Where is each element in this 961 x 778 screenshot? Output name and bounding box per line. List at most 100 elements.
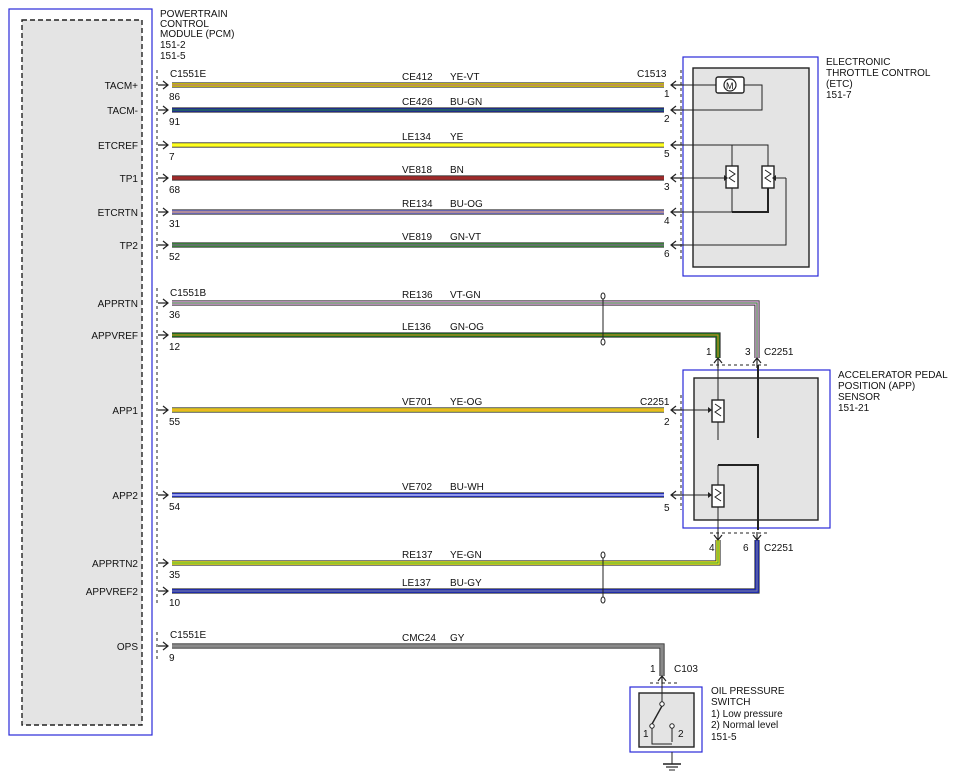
pcm-pin-app1: 55 (169, 417, 181, 428)
pcm-pin-appvref: 12 (169, 342, 181, 353)
ops-connector-label: C103 (674, 664, 698, 675)
app-sensor-icons (680, 365, 759, 533)
pcm-pin-arrow-apprtn2 (158, 558, 169, 568)
ops-inner-box (638, 692, 695, 748)
pcm-title-line-5: 151-5 (160, 51, 186, 62)
wire-apprtn2-outline (172, 540, 721, 566)
wire-appvref2-stripe (172, 540, 758, 592)
far-pin-appvref: 1 (706, 347, 712, 358)
pcm-connector-c1551e: C1551E (170, 69, 206, 80)
wire-color-appvref: GN-OG (450, 322, 484, 333)
app-bottom-arrow-0 (713, 532, 723, 541)
wire-color-apprtn2: YE-GN (450, 550, 482, 561)
wires (158, 80, 762, 684)
app-title-line-4: 151-21 (838, 403, 870, 414)
pcm-pin-etcrtn: 31 (169, 219, 181, 230)
etc-outer-box (682, 56, 819, 277)
pcm-pin-apprtn: 36 (169, 310, 181, 321)
app-title-line-3: SENSOR (838, 392, 880, 403)
pcm-module: POWERTRAIN CONTROL MODULE (PCM) 151-2 15… (8, 8, 234, 736)
signal-label-tp1: TP1 (120, 174, 139, 185)
ops-title-line-2: SWITCH (711, 697, 750, 708)
ground-icon (663, 752, 681, 771)
pcm-pin-arrow-app1 (158, 405, 169, 415)
wire-color-app1: YE-OG (450, 397, 482, 408)
twisted-pair-bottom-1 (600, 596, 606, 604)
switch-icon: 1 2 (643, 680, 684, 745)
ops-pin-arrow (657, 675, 667, 684)
pcm-pin-arrow-appvref2 (158, 586, 169, 596)
pcm-pin-arrow-tacm (158, 105, 169, 115)
ops-module: C103 1 2 OIL PRESSURE SWITCH 1) Low pres… (629, 664, 785, 771)
wire-apprtn2-stripe (172, 540, 719, 564)
pcm-pin-arrow-apprtn (158, 298, 169, 308)
motor-icon: M (680, 76, 763, 111)
circuit-number-tacm: CE412 (402, 72, 433, 83)
app-connector-top-label: C2251 (764, 347, 794, 358)
far-pin-app1: 2 (664, 417, 670, 428)
pcm-pin-arrow-appvref (158, 330, 169, 340)
far-pin-arrow-4 (670, 207, 682, 217)
wire-ops-outline (172, 643, 665, 676)
ops-title-line-4: 2) Normal level (711, 720, 778, 731)
twisted-pair-bottom-0 (600, 338, 606, 346)
signal-label-app2: APP2 (112, 491, 138, 502)
pcm-pin-appvref2: 10 (169, 598, 181, 609)
circuit-number-etcref: LE134 (402, 132, 431, 143)
app2-resistor-icon (711, 484, 725, 508)
wire-color-apprtn: VT-GN (450, 290, 481, 301)
wire-color-tacm: BU-GN (450, 97, 482, 108)
pcm-inner-box (21, 19, 143, 726)
wire-color-tp1: BN (450, 165, 464, 176)
wire-appvref-outline (172, 332, 721, 358)
far-pin-arrow-0 (670, 80, 682, 90)
etc-title-line-3: (ETC) (826, 79, 853, 90)
far-pin-tacm: 1 (664, 89, 670, 100)
far-pin-etcrtn: 4 (664, 216, 670, 227)
twisted-pair-top-1 (600, 551, 606, 559)
circuit-number-app1: VE701 (402, 397, 432, 408)
wire-color-app2: BU-WH (450, 482, 484, 493)
ops-title-line-1: OIL PRESSURE (711, 686, 785, 697)
circuit-number-app2: VE702 (402, 482, 432, 493)
tp2-resistor-icon (761, 165, 775, 189)
etc-inner-box (692, 67, 810, 268)
pcm-pin-ops: 9 (169, 653, 175, 664)
pcm-pin-tacm: 86 (169, 92, 181, 103)
wire-appvref-stripe (172, 334, 719, 358)
app1-resistor-icon (711, 399, 725, 423)
pcm-connector-c1551b: C1551B (170, 288, 206, 299)
pcm-pin-tacm: 91 (169, 117, 181, 128)
app-bottom-arrow-1 (752, 532, 762, 541)
pcm-title-line-2: CONTROL (160, 19, 209, 30)
app-module: C2251 C2251 C2251 ACCELERATOR PEDAL POSI… (640, 347, 948, 554)
etc-title-line-2: THROTTLE CONTROL (826, 68, 931, 79)
wire-color-etcref: YE (450, 132, 464, 143)
pcm-title-line-1: POWERTRAIN (160, 9, 228, 20)
pcm-outer-box (8, 8, 153, 736)
pcm-pin-app2: 54 (169, 502, 181, 513)
etc-module: C1513 ELECTRONIC THROTTLE CONTROL (ETC) … (637, 56, 931, 277)
app-top-arrow-1 (752, 357, 762, 368)
wire-ops (172, 644, 664, 676)
pcm-connector-c1551e-ops: C1551E (170, 630, 206, 641)
pcm-pin-arrow-tp1 (158, 173, 169, 183)
circuit-number-tp1: VE818 (402, 165, 432, 176)
ops-title-line-5: 151-5 (711, 732, 737, 743)
etc-title-line-4: 151-7 (826, 90, 852, 101)
far-pin-arrow-7 (670, 490, 682, 500)
wire-color-tp2: GN-VT (450, 232, 481, 243)
wire-color-etcrtn: BU-OG (450, 199, 483, 210)
wire-color-appvref2: BU-GY (450, 578, 482, 589)
far-pin-ops: 1 (650, 664, 656, 675)
circuit-number-etcrtn: RE134 (402, 199, 433, 210)
app-title-line-2: POSITION (APP) (838, 381, 915, 392)
signal-label-apprtn: APPRTN (98, 299, 138, 310)
pcm-pin-tp1: 68 (169, 185, 181, 196)
app-outer-box (682, 369, 831, 529)
pcm-pin-arrow-etcref (158, 140, 169, 150)
pcm-pin-apprtn2: 35 (169, 570, 181, 581)
circuit-number-ops: CMC24 (402, 633, 436, 644)
